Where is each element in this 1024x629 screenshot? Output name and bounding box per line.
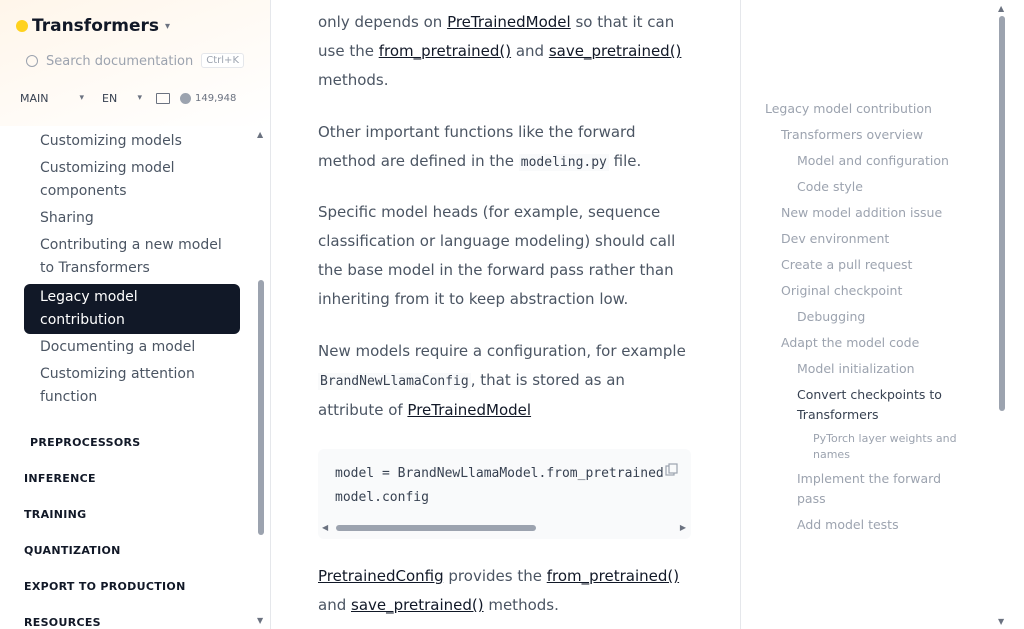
- text: and: [511, 42, 549, 60]
- search-icon: [26, 55, 38, 67]
- paragraph-configuration: New models require a configuration, for …: [318, 337, 691, 425]
- sidebar-section-quantization[interactable]: QUANTIZATION: [24, 544, 121, 557]
- sidebar-item-contributing-new-model[interactable]: Contributing a new model to Transformers: [40, 237, 222, 276]
- sidebar-item-customizing-model-components[interactable]: Customizing model components: [40, 160, 175, 199]
- code-line: model = BrandNewLlamaModel.from_pretrain…: [335, 466, 664, 481]
- toc-item-pytorch-layer-weights[interactable]: PyTorch layer weights and names: [813, 432, 957, 461]
- chevron-down-icon: ▾: [137, 93, 142, 103]
- pretrainedconfig-link[interactable]: PretrainedConfig: [318, 567, 444, 585]
- brand-title: Transformers: [32, 16, 160, 36]
- sidebar-scrollbar[interactable]: ▲ ▼: [257, 130, 265, 625]
- sidebar-item-customizing-attention-function[interactable]: Customizing attention function: [40, 366, 195, 405]
- scroll-left-arrow-icon[interactable]: ◀: [322, 523, 329, 532]
- sidebar-item-sharing[interactable]: Sharing: [40, 210, 94, 226]
- hf-logo-icon: [16, 20, 28, 32]
- page-scrollbar-thumb[interactable]: [999, 16, 1005, 411]
- sidebar-toolbar: MAIN ▾ EN ▾ 149,948: [16, 88, 236, 108]
- github-icon: [180, 92, 191, 104]
- toc-item-debugging[interactable]: Debugging: [797, 309, 866, 324]
- chevron-down-icon: ▾: [79, 93, 84, 103]
- sidebar-header: Transformers ▾ Search documentation Ctrl…: [0, 0, 270, 126]
- copy-icon: [665, 463, 678, 476]
- inline-code: BrandNewLlamaConfig: [318, 373, 471, 390]
- toc-item-adapt-model-code[interactable]: Adapt the model code: [781, 335, 920, 350]
- github-stars-link[interactable]: 149,948: [180, 92, 237, 104]
- scroll-up-arrow-icon[interactable]: ▲: [257, 130, 264, 139]
- text: provides the: [443, 567, 547, 585]
- toc-item-implement-forward-pass[interactable]: Implement the forward pass: [797, 471, 942, 506]
- toc-item-model-initialization[interactable]: Model initialization: [797, 361, 915, 376]
- toc-item-original-checkpoint[interactable]: Original checkpoint: [781, 283, 903, 298]
- save-pretrained-link[interactable]: save_pretrained(): [548, 42, 682, 60]
- text: Other important functions like the forwa…: [318, 123, 636, 170]
- sidebar-section-training[interactable]: TRAINING: [24, 508, 87, 521]
- search-shortcut: Ctrl+K: [201, 53, 244, 68]
- toc-item-dev-environment[interactable]: Dev environment: [781, 231, 890, 246]
- sidebar-section-export[interactable]: EXPORT TO PRODUCTION: [24, 580, 186, 593]
- sidebar-scrollbar-thumb[interactable]: [258, 280, 264, 535]
- sidebar-section-inference[interactable]: INFERENCE: [24, 472, 96, 485]
- scroll-right-arrow-icon[interactable]: ▶: [679, 523, 686, 532]
- scroll-down-arrow-icon[interactable]: ▼: [998, 617, 1005, 626]
- from-pretrained-link[interactable]: from_pretrained(): [378, 42, 512, 60]
- text: and: [318, 596, 351, 614]
- sidebar-item-documenting-a-model[interactable]: Documenting a model: [40, 339, 196, 355]
- code-block[interactable]: model = BrandNewLlamaModel.from_pretrain…: [318, 449, 691, 539]
- copy-code-button[interactable]: [665, 462, 679, 476]
- toc-list: Legacy model contribution Transformers o…: [765, 96, 957, 538]
- version-value: MAIN: [20, 91, 49, 105]
- text: only depends on: [318, 13, 448, 31]
- pretrainedmodel-link[interactable]: PreTrainedModel: [447, 13, 571, 31]
- sidebar-nav: Customizing models Customizing model com…: [24, 128, 240, 629]
- save-pretrained-link[interactable]: save_pretrained(): [351, 596, 484, 614]
- toc-item-convert-checkpoints[interactable]: Convert checkpoints to Transformers: [797, 387, 942, 422]
- toc-item-create-pull-request[interactable]: Create a pull request: [781, 257, 913, 272]
- chevron-down-icon: ▾: [165, 20, 171, 32]
- brand-menu[interactable]: Transformers ▾: [16, 16, 170, 36]
- sidebar-item-legacy-model-contribution[interactable]: Legacy model contribution: [24, 284, 240, 334]
- code-content: model = BrandNewLlamaModel.from_pretrain…: [335, 462, 664, 510]
- code-horizontal-scrollbar[interactable]: ◀ ▶: [322, 523, 686, 533]
- text: , that is stored as an attribute of: [318, 371, 625, 419]
- paragraph-pretrainedconfig: PretrainedConfig provides the from_pretr…: [318, 562, 691, 620]
- text: Specific model heads (for example, seque…: [318, 203, 676, 308]
- text: so that it can use the: [318, 13, 675, 60]
- toc-item-code-style[interactable]: Code style: [797, 179, 863, 194]
- search-placeholder: Search documentation: [46, 53, 194, 69]
- pretrainedmodel-link[interactable]: PreTrainedModel: [407, 401, 532, 419]
- toc-item-legacy-model-contribution[interactable]: Legacy model contribution: [765, 101, 932, 116]
- language-select[interactable]: EN ▾: [98, 88, 146, 108]
- sidebar-item-customizing-models[interactable]: Customizing models: [40, 133, 182, 149]
- toc-item-new-model-addition-issue[interactable]: New model addition issue: [781, 205, 943, 220]
- toc-item-add-model-tests[interactable]: Add model tests: [797, 517, 899, 532]
- toc-item-transformers-overview[interactable]: Transformers overview: [781, 127, 924, 142]
- sidebar-section-resources[interactable]: RESOURCES: [24, 616, 101, 629]
- main-content: only depends on PreTrainedModel so that …: [271, 0, 739, 629]
- page-scrollbar[interactable]: ▲ ▼: [997, 4, 1007, 626]
- scroll-up-arrow-icon[interactable]: ▲: [998, 4, 1005, 13]
- paragraph-model-heads: Specific model heads (for example, seque…: [318, 198, 691, 314]
- text: methods.: [483, 596, 559, 614]
- scroll-down-arrow-icon[interactable]: ▼: [257, 616, 264, 625]
- theme-toggle-icon[interactable]: [156, 92, 170, 104]
- toc-item-model-and-configuration[interactable]: Model and configuration: [797, 153, 949, 168]
- version-select[interactable]: MAIN ▾: [16, 88, 92, 108]
- code-scrollbar-thumb[interactable]: [336, 525, 536, 531]
- text: New models require a configuration, for …: [318, 342, 686, 360]
- table-of-contents: Legacy model contribution Transformers o…: [740, 0, 1024, 629]
- from-pretrained-link[interactable]: from_pretrained(): [546, 567, 680, 585]
- inline-code: modeling.py: [518, 154, 609, 171]
- sidebar-section-preprocessors[interactable]: PREPROCESSORS: [30, 436, 141, 449]
- text: methods.: [318, 71, 389, 89]
- code-line: model.config: [335, 490, 429, 505]
- language-value: EN: [102, 91, 118, 105]
- paragraph-forward-method: Other important functions like the forwa…: [318, 118, 691, 177]
- search-input[interactable]: Search documentation Ctrl+K: [16, 46, 254, 76]
- text: file.: [608, 152, 642, 170]
- github-stars-count: 149,948: [195, 92, 237, 104]
- sidebar: Transformers ▾ Search documentation Ctrl…: [0, 0, 271, 629]
- paragraph-model-base: only depends on PreTrainedModel so that …: [318, 8, 691, 95]
